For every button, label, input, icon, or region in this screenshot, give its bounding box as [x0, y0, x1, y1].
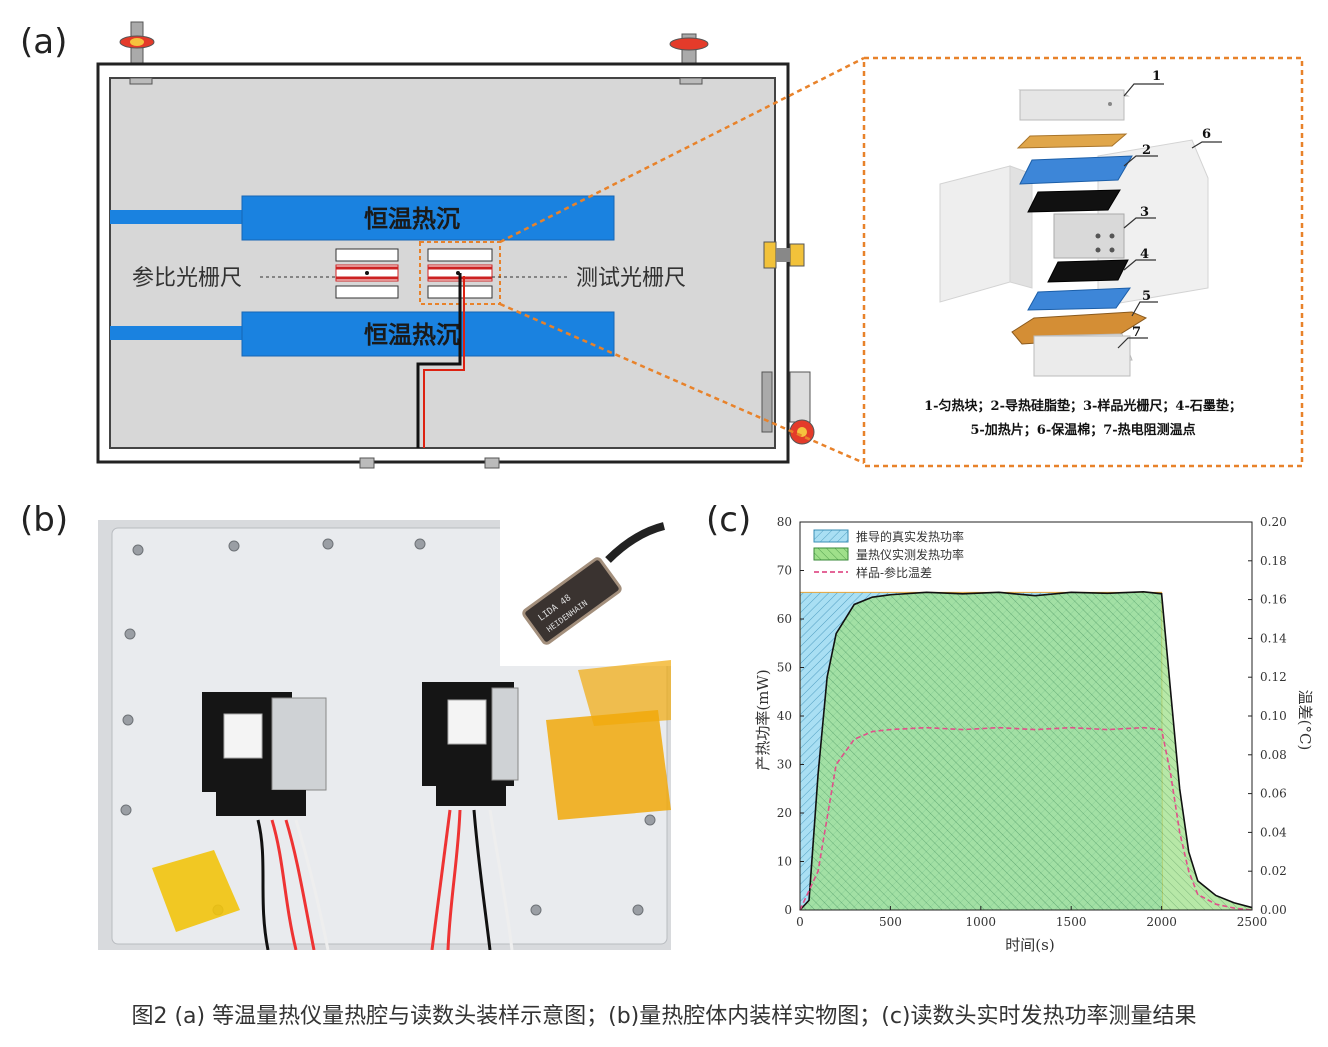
- exploded-view: 1 2 3 4 5 6 7 1-匀热块；2-导热硅脂垫；3-样品光栅尺；4-石墨…: [862, 56, 1304, 468]
- y2-axis-label: 温差(°C): [1296, 690, 1314, 751]
- y2-tick-label: 0.14: [1260, 631, 1287, 645]
- part-3-sample-scale: [1053, 213, 1125, 259]
- heat-sink-bottom: 恒温热沉: [110, 311, 615, 357]
- y2-tick-label: 0.08: [1260, 748, 1287, 762]
- legend-measured-power: 量热仪实测发热功率: [856, 547, 964, 562]
- y-axis-label: 产热功率(mW): [754, 669, 772, 770]
- y-tick-label: 80: [777, 515, 792, 529]
- y-tick-label: 0: [784, 903, 792, 917]
- legend-swatch-measured-power: [813, 547, 849, 561]
- x-tick-label: 2500: [1237, 915, 1268, 929]
- y2-tick-label: 0.06: [1260, 787, 1287, 801]
- exploded-legend-line2: 5-加热片；6-保温棉；7-热电阻测温点: [970, 422, 1195, 438]
- y2-tick-label: 0.10: [1260, 709, 1287, 723]
- y2-tick-label: 0.00: [1260, 903, 1287, 917]
- panel-label-b: (b): [20, 500, 69, 540]
- panel-label-c: (c): [706, 500, 752, 540]
- plot-area: [799, 591, 1253, 911]
- area-measured-power: [800, 591, 1252, 910]
- y-tick-label: 10: [777, 855, 792, 869]
- figure-caption: 图2 (a) 等温量热仪量热腔与读数头装样示意图；(b)量热腔体内装样实物图；(…: [131, 1004, 1197, 1029]
- x-axis-label: 时间(s): [1005, 936, 1054, 954]
- legend-real-power: 推导的真实发热功率: [856, 529, 964, 544]
- y-tick-label: 40: [777, 709, 792, 723]
- part-number-2: 2: [1142, 143, 1151, 158]
- part-number-4: 4: [1140, 247, 1149, 262]
- side-connector: [763, 241, 805, 269]
- part-number-3: 3: [1140, 205, 1149, 220]
- top-knob-left: [119, 21, 155, 65]
- x-tick-label: 0: [796, 915, 804, 929]
- x-tick-label: 1000: [966, 915, 997, 929]
- part-number-7: 7: [1132, 325, 1141, 340]
- legend-temp-diff: 样品-参比温差: [856, 565, 932, 580]
- part-number-5: 5: [1142, 289, 1151, 304]
- heat-sink-top: 恒温热沉: [110, 195, 615, 241]
- test-scale-label: 测试光栅尺: [576, 266, 686, 291]
- x-tick-label: 1500: [1056, 915, 1087, 929]
- reference-scale-label: 参比光栅尺: [132, 266, 242, 291]
- y2-tick-label: 0.20: [1260, 515, 1287, 529]
- exploded-legend-line1: 1-匀热块；2-导热硅脂垫；3-样品光栅尺；4-石墨垫；: [924, 398, 1242, 414]
- readhead-inset: LIDA 48 HEIDENHAIN: [500, 520, 671, 666]
- y2-tick-label: 0.12: [1260, 670, 1287, 684]
- y2-tick-label: 0.02: [1260, 864, 1287, 878]
- reference-scale-stack: [335, 248, 399, 299]
- test-scale-assembly: [422, 682, 519, 806]
- chamber-photo: LIDA 48 HEIDENHAIN: [98, 520, 671, 950]
- y2-tick-label: 0.16: [1260, 593, 1287, 607]
- x-tick-label: 500: [879, 915, 902, 929]
- y2-tick-label: 0.04: [1260, 825, 1287, 839]
- y2-tick-label: 0.18: [1260, 554, 1287, 568]
- line-temp-diff: [799, 726, 1253, 911]
- x-tick-label: 2000: [1146, 915, 1177, 929]
- legend-swatch-real-power: [813, 529, 849, 543]
- reference-scale-assembly: [202, 692, 327, 816]
- y-tick-label: 30: [777, 758, 792, 772]
- panel-label-a: (a): [20, 22, 68, 62]
- part-1-heat-block: [1018, 89, 1130, 121]
- y-tick-label: 60: [777, 612, 792, 626]
- line-measured-power: [799, 591, 1253, 911]
- calorimeter-schematic: 恒温热沉 恒温热沉 参比光栅尺 测试光栅尺: [96, 21, 815, 469]
- heat-sink-label-top: 恒温热沉: [364, 205, 460, 233]
- heat-sink-label-bottom: 恒温热沉: [364, 321, 460, 349]
- part-number-6: 6: [1202, 127, 1211, 142]
- y-tick-label: 70: [777, 564, 792, 578]
- chart-legend: 推导的真实发热功率 量热仪实测发热功率 样品-参比温差: [813, 529, 964, 580]
- projection-lines: [499, 56, 865, 465]
- y-tick-label: 20: [777, 806, 792, 820]
- power-chart: 0 500 1000 1500 2000 2500 0 10 20 30 40 50 60 70 80 0.0…: [754, 515, 1314, 954]
- part-number-1: 1: [1152, 69, 1161, 84]
- y-tick-label: 50: [777, 661, 792, 675]
